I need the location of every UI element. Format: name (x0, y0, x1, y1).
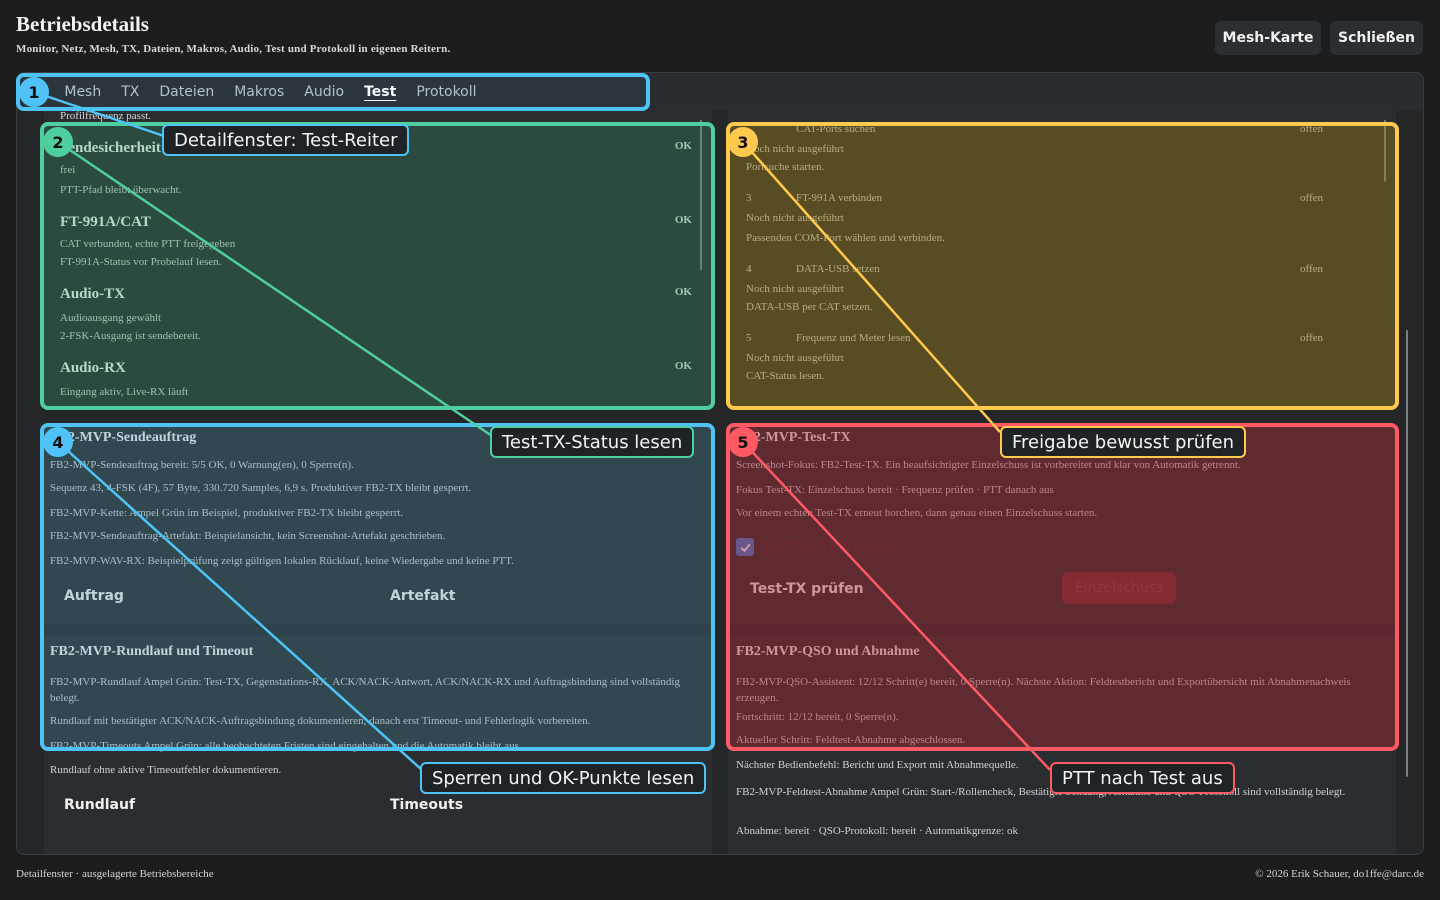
step-status: offen (1300, 332, 1324, 344)
step-label: CAT-Ports suchen (796, 123, 876, 135)
tab-makros[interactable]: Makros (234, 84, 285, 100)
single-shot-button[interactable]: Einzelschuss (1062, 572, 1176, 604)
annotation-callout-2: Test-TX-Status lesen (490, 426, 695, 458)
annotation-box-3 (726, 122, 1399, 410)
footer-left: Detailfenster · ausgelagerte Betriebsber… (16, 868, 214, 880)
tab-audio[interactable]: Audio (304, 84, 345, 100)
tab-test[interactable]: Test (364, 84, 397, 100)
annotation-box-5 (726, 423, 1399, 751)
annotation-marker-5: 5 (728, 427, 758, 457)
tab-protokoll[interactable]: Protokoll (416, 84, 477, 100)
timeouts-button[interactable]: Timeouts (390, 797, 464, 813)
step-status: offen (1300, 192, 1324, 204)
item-status: OK (674, 214, 692, 226)
footer-copyright: © 2026 Erik Schauer, do1ffe@darc.de (1255, 868, 1424, 880)
annotation-marker-1: 1 (19, 77, 49, 107)
annotation-marker-4: 4 (43, 427, 73, 457)
annotation-box-2 (40, 122, 715, 410)
step-status: offen (1300, 123, 1324, 135)
annotation-callout-5: PTT nach Test aus (1050, 762, 1235, 794)
page-title: Betriebsdetails (16, 12, 149, 36)
annotation-callout-1: Detailfenster: Test-Reiter (162, 124, 410, 156)
annotation-callout-4: Sperren und OK-Punkte lesen (420, 762, 707, 794)
page-subtitle: Monitor, Netz, Mesh, TX, Dateien, Makros… (16, 43, 451, 55)
rundlauf-button[interactable]: Rundlauf (64, 797, 136, 813)
annotation-box-4 (40, 423, 715, 751)
item-status: OK (674, 360, 692, 372)
mesh-map-button[interactable]: Mesh-Karte (1215, 21, 1321, 55)
window-header: Betriebsdetails Monitor, Netz, Mesh, TX,… (16, 12, 450, 55)
roundtrip-line: Rundlauf ohne aktive Timeoutfehler dokum… (50, 764, 282, 776)
item-status: OK (674, 286, 692, 298)
annotation-marker-2: 2 (43, 127, 73, 157)
qso-line: Nächster Bedienbefehl: Bericht und Expor… (736, 759, 1019, 771)
annotation-callout-3: Freigabe bewusst prüfen (1000, 426, 1247, 458)
panel1-top-line: Profilfrequenz passt. (60, 110, 152, 122)
annotation-marker-3: 3 (728, 127, 758, 157)
tab-bar: z Mesh TX Dateien Makros Audio Test Prot… (17, 73, 1423, 111)
panel2-scrollbar[interactable] (1384, 120, 1386, 182)
annotation-box-1 (16, 73, 650, 111)
tab-dateien[interactable]: Dateien (159, 84, 215, 100)
panel1-scrollbar[interactable] (700, 120, 702, 270)
qso-line: Abnahme: bereit · QSO-Protokoll: bereit … (736, 825, 1018, 837)
main-scrollbar[interactable] (1406, 330, 1408, 777)
close-button[interactable]: Schließen (1330, 21, 1423, 55)
item-status: OK (674, 140, 692, 152)
step-status: offen (1300, 263, 1324, 275)
